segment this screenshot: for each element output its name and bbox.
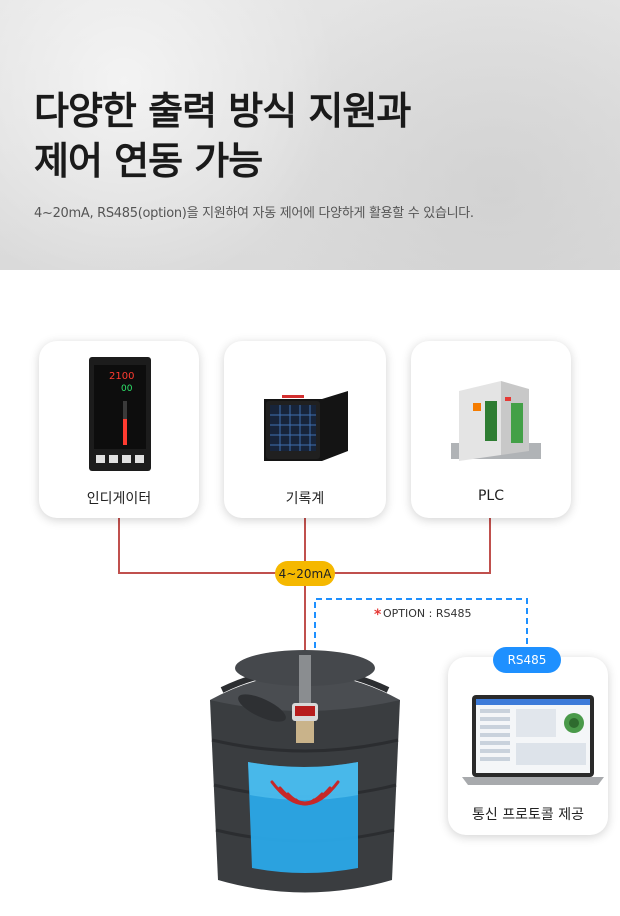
recorder-icon [264,391,348,461]
page-title: 다양한 출력 방식 지원과 제어 연동 가능 [34,86,411,186]
laptop-icon [462,695,604,785]
analog-badge-label: 4~20mA [279,567,333,581]
software-label: 통신 프로토콜 제공 [472,807,584,823]
device-card-recorder: 기록계 [224,341,386,518]
analog-wires [118,518,491,660]
title-line-2: 제어 연동 가능 [34,139,263,183]
hero-banner: 다양한 출력 방식 지원과 제어 연동 가능 4~20mA, RS485(opt… [0,0,620,270]
device-label-plc: PLC [477,488,505,504]
analog-badge: 4~20mA [275,561,335,586]
device-card-indicator: 2100 00 인디게이터 [39,341,199,518]
title-line-1: 다양한 출력 방식 지원과 [34,89,411,133]
indicator-display-1: 2100 [109,371,134,382]
radar-wave-icon [270,780,340,806]
level-sensor-icon [292,655,318,743]
option-text: OPTION : RS485 [383,607,471,620]
option-mark: * [374,607,382,623]
device-label-recorder: 기록계 [285,491,325,507]
device-card-plc: PLC [411,341,571,518]
indicator-display-2: 00 [121,384,133,394]
page-subtitle: 4~20mA, RS485(option)을 지원하여 자동 제어에 다양하게 … [34,206,474,221]
indicator-icon: 2100 00 [89,357,151,471]
software-card: 통신 프로토콜 제공 [448,657,608,835]
rs485-badge-label: RS485 [507,653,547,667]
option-label: * OPTION : RS485 [374,607,471,623]
plc-icon [451,381,541,461]
device-label-indicator: 인디게이터 [86,491,152,507]
rs485-badge: RS485 [493,647,561,673]
water-tank [210,650,400,893]
